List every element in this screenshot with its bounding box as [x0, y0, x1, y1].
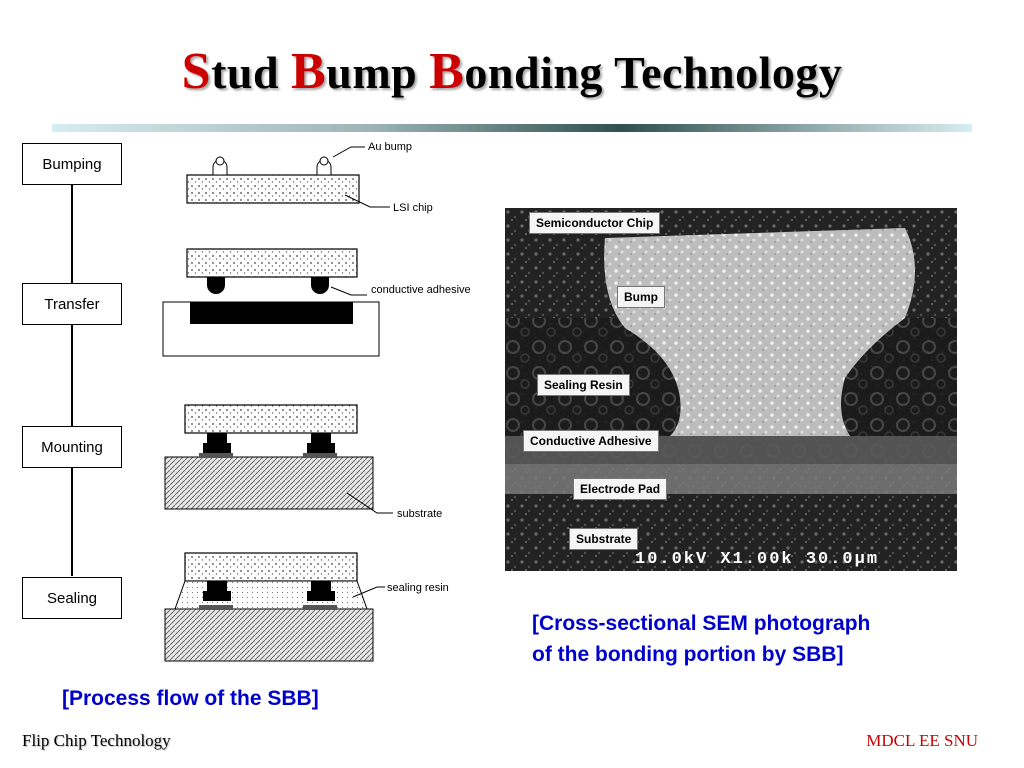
title-initial-b1: B	[291, 43, 327, 100]
lsi-chip	[184, 552, 358, 582]
electrode-pad	[303, 453, 337, 458]
stage-bumping: Au bump LSI chip	[186, 141, 433, 214]
flow-step-sealing: Sealing	[22, 577, 122, 619]
lsi-chip	[186, 248, 358, 278]
substrate	[164, 456, 374, 510]
sealed-bump	[307, 581, 335, 601]
label-sealing-resin: sealing resin	[387, 582, 449, 594]
sem-label-adhesive: Conductive Adhesive	[523, 430, 659, 452]
stage-mounting: substrate	[164, 404, 442, 520]
bump-with-adhesive	[207, 277, 225, 294]
title-initial-s: S	[181, 43, 212, 100]
conductive-adhesive-layer	[190, 302, 353, 324]
lsi-chip	[184, 404, 358, 434]
sem-label-bump: Bump	[617, 286, 665, 308]
title-word-bonding: onding Technology	[464, 47, 843, 98]
bump-with-adhesive	[311, 277, 329, 294]
sem-label-pad: Electrode Pad	[573, 478, 668, 500]
title-divider	[52, 124, 972, 132]
label-lsi-chip: LSI chip	[393, 202, 433, 214]
title-initial-b2: B	[429, 43, 465, 100]
sem-photograph: Semiconductor Chip Bump Sealing Resin Co…	[505, 208, 957, 571]
caption-sem-line1: [Cross-sectional SEM photograph	[532, 612, 871, 635]
sem-label-substrate: Substrate	[569, 528, 639, 550]
footer-lab: MDCL EE SNU	[866, 731, 978, 750]
stage-sealing: sealing resin	[164, 552, 449, 662]
sem-scale-bar: 10.0kV X1.00k 30.0μm	[635, 550, 880, 569]
au-bump-top	[215, 156, 225, 166]
caption-process: [Process flow of the SBB]	[62, 687, 319, 710]
electrode-pad	[199, 453, 233, 458]
flow-connector	[71, 184, 73, 290]
footer-course: Flip Chip Technology	[22, 731, 171, 750]
flow-step-transfer: Transfer	[22, 283, 122, 325]
sem-label-chip: Semiconductor Chip	[529, 212, 661, 234]
mounted-bump	[307, 433, 335, 453]
slide-title: Stud Bump Bonding Technology	[0, 42, 1024, 101]
label-au-bump: Au bump	[368, 141, 412, 153]
process-schematic: Au bump LSI chip conductive adhesive sub…	[162, 141, 471, 662]
sem-label-resin: Sealing Resin	[537, 374, 630, 396]
caption-sem-line2: of the bonding portion by SBB]	[532, 643, 844, 666]
flow-step-bumping: Bumping	[22, 143, 122, 185]
mounted-bump	[203, 433, 231, 453]
lsi-chip	[186, 174, 360, 204]
electrode-pad	[199, 605, 233, 610]
flow-connector	[71, 324, 73, 426]
au-bump-top	[319, 156, 329, 166]
title-word-bump: ump	[326, 47, 430, 98]
flow-connector	[71, 468, 73, 576]
flow-step-mounting: Mounting	[22, 426, 122, 468]
sealed-bump	[203, 581, 231, 601]
electrode-pad	[303, 605, 337, 610]
substrate	[164, 608, 374, 662]
caption-sem: [Cross-sectional SEM photograph of the b…	[532, 608, 870, 670]
title-word-stud: tud	[211, 47, 292, 98]
stage-transfer: conductive adhesive	[162, 248, 471, 357]
label-substrate: substrate	[397, 508, 442, 520]
sem-bump	[604, 228, 915, 436]
label-conductive-adhesive: conductive adhesive	[371, 284, 471, 296]
